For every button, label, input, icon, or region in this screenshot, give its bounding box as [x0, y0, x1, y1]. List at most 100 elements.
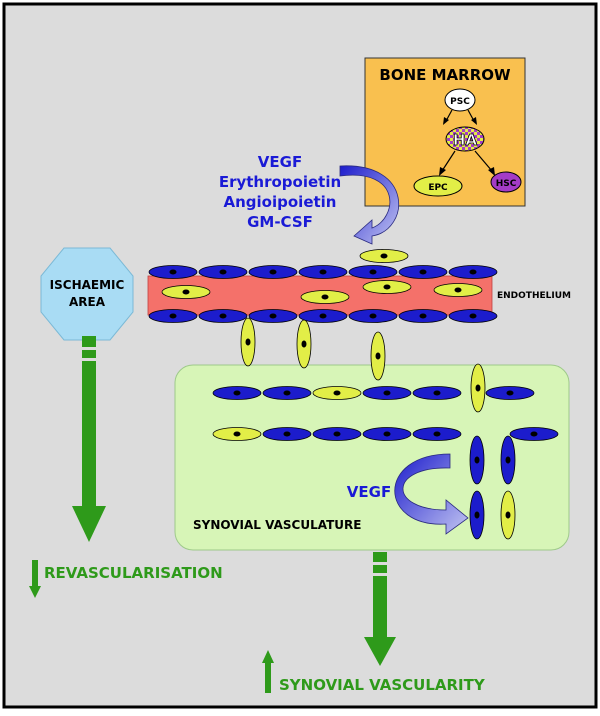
synovial-row2-cell-2: [262, 427, 312, 441]
ischaemic-label-line1: ISCHAEMIC: [50, 278, 125, 292]
synovial-row1-cell-6: [485, 386, 535, 400]
synovial-row2-cell-6-nucleus: [530, 431, 538, 437]
vessel-bottom-cell-6-nucleus: [419, 313, 427, 319]
factor-list: VEGF Erythropoietin Angioipoietin GM-CSF: [219, 153, 341, 231]
decrease-indicator: [29, 560, 41, 598]
synovial-row2-cell-4-nucleus: [383, 431, 391, 437]
vessel-top-cell-6: [398, 265, 448, 279]
ha-to-hsc-arrowhead: [488, 167, 495, 176]
synovial-row1-cell-5-nucleus: [433, 390, 441, 396]
vessel-top-cell-2: [198, 265, 248, 279]
ha-cell: [445, 126, 485, 152]
vessel-bottom-cell-4-nucleus: [319, 313, 327, 319]
vessel-top-cell-5-nucleus: [369, 269, 377, 275]
vessel-bottom-cell-3-nucleus: [269, 313, 277, 319]
synovial-row1-cell-3-nucleus: [333, 390, 341, 396]
revascularisation-arrow: [72, 336, 106, 542]
synovial-sprout-cell-1-nucleus: [475, 384, 481, 392]
synovial-row1-cell-5: [412, 386, 462, 400]
migrating-progenitor-1: [240, 317, 256, 367]
lumen-progenitor-3-nucleus: [383, 284, 391, 290]
mobilisation-arrow: [339, 165, 400, 245]
lumen-progenitor-2-nucleus: [321, 294, 329, 300]
synovial-row2-cell-6: [509, 427, 559, 441]
vessel-top-cell-7: [448, 265, 498, 279]
synovial-sprout-cell-5-nucleus: [505, 511, 511, 519]
vessel-top-cell-1-nucleus: [169, 269, 177, 275]
synovial-sprout-cell-1: [470, 363, 486, 413]
vessel-bottom-cell-4: [298, 309, 348, 323]
psc-cell: [444, 88, 476, 112]
psc-to-ha-arrowhead-1: [443, 117, 449, 125]
hsc-cell: [490, 171, 522, 193]
migrating-progenitor-3-nucleus: [375, 352, 381, 360]
synovial-row2-cell-1: [212, 427, 262, 441]
arriving-progenitor: [359, 249, 409, 263]
migrating-progenitor-3: [370, 331, 386, 381]
synovial-row1-cell-1: [212, 386, 262, 400]
vessel-top-cell-3-nucleus: [269, 269, 277, 275]
centre-arrow-dash-1: [373, 552, 387, 562]
left-arrow-dash-1: [82, 336, 96, 347]
synovial-row1-cell-4: [362, 386, 412, 400]
psc-label: PSC: [450, 97, 470, 107]
vessel-bottom-cell-1-nucleus: [169, 313, 177, 319]
vessel-bottom-cell-2-nucleus: [219, 313, 227, 319]
left-arrow-head: [72, 506, 106, 542]
decrease-head: [29, 586, 41, 598]
centre-arrow-dash-2: [373, 565, 387, 573]
synovial-sprout-cell-4-nucleus: [505, 456, 511, 464]
vessel-top-cell-4-nucleus: [319, 269, 327, 275]
endothelium-label: ENDOTHELIUM: [497, 291, 571, 301]
epc-label: EPC: [428, 183, 448, 193]
arriving-progenitor-nucleus: [380, 253, 388, 259]
vessel-bottom-cell-2: [198, 309, 248, 323]
revascularisation-label: REVASCULARISATION: [44, 564, 223, 582]
increase-shaft: [265, 661, 271, 693]
vessel-top-cell-7-nucleus: [469, 269, 477, 275]
migrating-progenitor-1-nucleus: [245, 338, 251, 346]
synovial-row1-cell-4-nucleus: [383, 390, 391, 396]
ha-to-epc-arrow: [441, 150, 456, 172]
synovial-sprout-cell-2-nucleus: [474, 456, 480, 464]
synovial-vasculature-label: SYNOVIAL VASCULATURE: [193, 518, 361, 532]
migrating-progenitor-2-nucleus: [301, 340, 307, 348]
epc-cell: [413, 175, 463, 197]
vessel-bottom-cell-5: [348, 309, 398, 323]
centre-arrow-shaft: [373, 576, 387, 640]
synovial-row2-cell-5-nucleus: [433, 431, 441, 437]
synovial-sprout-cell-2: [469, 435, 485, 485]
synovial-vegf-arrow: [394, 453, 469, 535]
ha-to-hsc-arrow: [474, 150, 493, 172]
vessel-top-cell-6-nucleus: [419, 269, 427, 275]
increase-indicator: [262, 650, 274, 693]
factor-erythropoietin: Erythropoietin: [219, 173, 341, 191]
ischaemic-label-line2: AREA: [69, 295, 106, 309]
vessel-bottom-cell-6: [398, 309, 448, 323]
synovial-sprout-cell-4: [500, 435, 516, 485]
vessel-bottom-cell-7: [448, 309, 498, 323]
vessel-top-cell-2-nucleus: [219, 269, 227, 275]
lumen-progenitor-4: [433, 283, 483, 297]
synovial-row2-cell-3-nucleus: [333, 431, 341, 437]
synovial-row1-cell-6-nucleus: [506, 390, 514, 396]
lumen-progenitor-1: [161, 285, 211, 299]
synovial-row1-cell-2-nucleus: [283, 390, 291, 396]
vessel-bottom-cell-7-nucleus: [469, 313, 477, 319]
lumen-progenitor-4-nucleus: [454, 287, 462, 293]
migrating-progenitor-2: [296, 319, 312, 369]
left-arrow-dash-2: [82, 350, 96, 358]
increase-head: [262, 650, 274, 663]
synovial-vegf-label: VEGF: [347, 483, 391, 501]
synovial-sprout-cell-3-nucleus: [474, 511, 480, 519]
synovial-row1-cell-2: [262, 386, 312, 400]
synovial-vascularity-label: SYNOVIAL VASCULARITY: [279, 676, 486, 694]
vessel-top-cell-4: [298, 265, 348, 279]
synovial-row2-cell-4: [362, 427, 412, 441]
vessel-top-cell-3: [248, 265, 298, 279]
factor-gm-csf: GM-CSF: [247, 213, 313, 231]
left-arrow-shaft: [82, 361, 96, 509]
bone-marrow-box: BONE MARROW PSC HA EPC HSC: [364, 57, 526, 207]
